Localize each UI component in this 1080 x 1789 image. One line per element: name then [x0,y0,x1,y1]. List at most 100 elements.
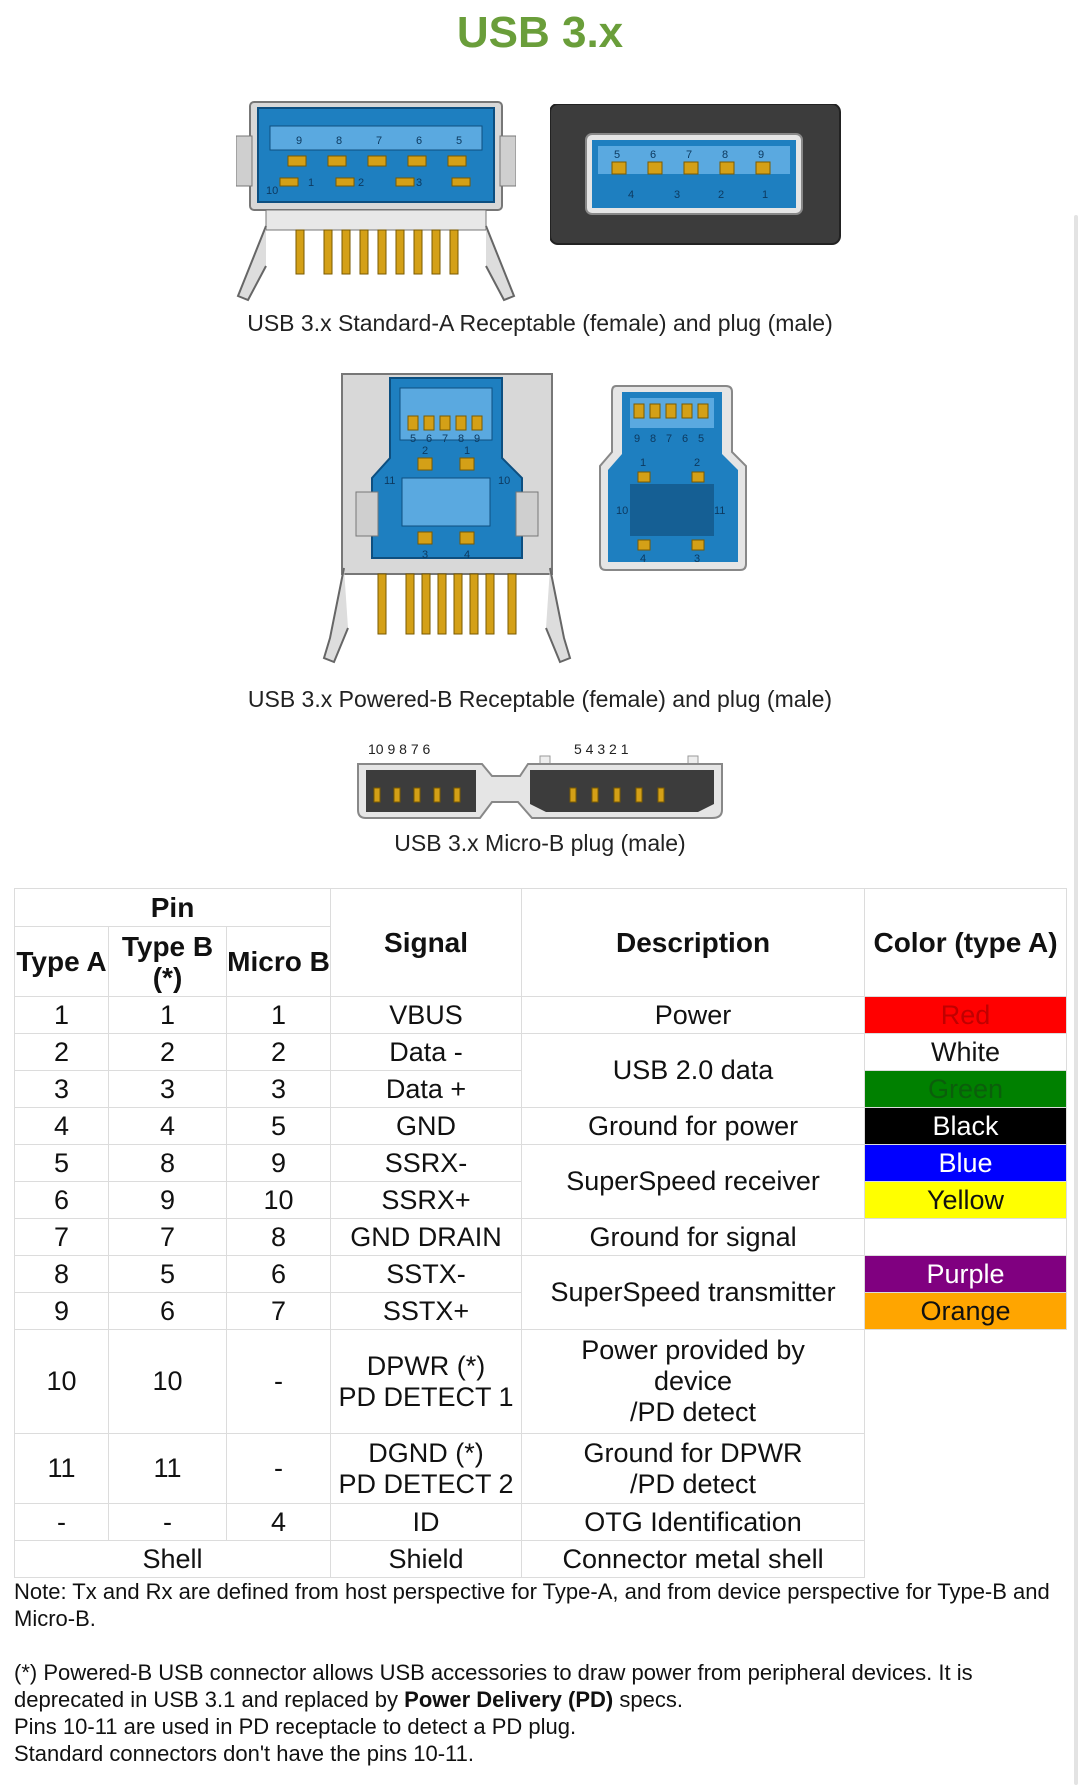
cell-description: USB 2.0 data [521,1033,866,1108]
cell-type-a: 7 [14,1218,109,1256]
svg-text:2: 2 [718,189,724,201]
signal-line: DGND (*) [368,1437,484,1468]
cell-signal: SSRX+ [330,1181,523,1219]
color-swatch-white: White [864,1033,1068,1071]
table-row: 3 3 3 Data + Green [14,1070,1068,1108]
cell-type-a: 3 [14,1070,109,1108]
svg-text:5: 5 [410,433,416,445]
cell-signal: DPWR (*) PD DETECT 1 [330,1329,523,1434]
svg-text:4: 4 [628,189,634,201]
cell-micro-b: 10 [225,1181,332,1219]
cell-type-b: 10 [108,1329,227,1434]
standard-a-plug-illustration: 5 6 7 8 9 4 3 2 1 [550,104,841,245]
table-row: 5 8 9 SSRX- SuperSpeed receiver Blue [14,1144,1068,1219]
color-swatch-black: Black [864,1107,1068,1145]
svg-text:8: 8 [458,433,464,445]
svg-text:4: 4 [464,549,470,561]
cell-description: Ground for DPWR /PD detect [521,1433,866,1504]
signal-line: DPWR (*) [366,1350,486,1381]
cell-type-b: 11 [108,1433,227,1504]
cell-description: SuperSpeed receiver [521,1144,866,1219]
cell-type-a: 10 [14,1329,109,1434]
cell-type-a: 8 [14,1255,109,1293]
cell-type-b: 7 [108,1218,227,1256]
cell-type-a: 4 [14,1107,109,1145]
cell-type-b: - [108,1503,227,1541]
micro-b-caption: USB 3.x Micro-B plug (male) [394,830,686,856]
note-text: (*) Powered-B USB connector allows USB a… [14,1660,973,1712]
powered-b-plug-illustration: 9 8 7 6 5 1 2 10 11 4 3 [599,385,747,571]
scrollbar[interactable] [1074,215,1078,1785]
cell-micro-b: - [225,1329,332,1434]
empty-cell [864,1540,1067,1578]
table-row: Shell Shield Connector metal shell [13,1540,1067,1578]
description-line: Power provided by [581,1335,805,1365]
color-swatch-red: Red [864,996,1068,1034]
svg-text:6: 6 [682,433,688,445]
svg-text:6: 6 [650,149,656,161]
table-row: 6 9 10 SSRX+ Yellow [14,1181,1068,1219]
usb3-pinout-table: Pin Signal Description Color (type A) Ty… [13,888,1068,1578]
svg-text:5: 5 [698,433,704,445]
svg-text:3: 3 [422,549,428,561]
svg-text:9: 9 [474,433,480,445]
svg-text:1: 1 [464,445,470,457]
svg-text:9: 9 [296,135,302,147]
svg-text:5 4 3 2 1: 5 4 3 2 1 [574,741,629,757]
cell-description: Ground for signal [521,1218,866,1256]
svg-text:8: 8 [722,149,728,161]
table-row: 8 5 6 SSTX- SuperSpeed transmitter Purpl… [14,1255,1068,1330]
cell-signal: SSTX- [330,1255,523,1293]
description-line: /PD detect [630,1397,757,1427]
cell-micro-b: 9 [225,1144,332,1182]
svg-text:2: 2 [694,457,700,469]
svg-text:7: 7 [376,135,382,147]
cell-description: OTG Identification [521,1503,866,1541]
color-swatch-orange: Orange [864,1292,1068,1330]
cell-signal: Shield [330,1540,523,1578]
svg-text:9: 9 [758,149,764,161]
header-color: Color (type A) [864,888,1068,997]
cell-shell: Shell [13,1540,332,1578]
table-row: 4 4 5 GND Ground for power Black [14,1107,1068,1145]
description-line: device [654,1366,733,1396]
signal-line: PD DETECT 2 [338,1468,514,1499]
table-row: 2 2 2 Data - USB 2.0 data White [14,1033,1068,1108]
cell-micro-b: 8 [225,1218,332,1256]
svg-text:6: 6 [426,433,432,445]
standard-a-receptacle-illustration: 9 8 7 6 5 10 1 2 3 [236,101,516,302]
standard-a-caption: USB 3.x Standard-A Receptable (female) a… [247,310,833,336]
cell-signal: SSTX+ [330,1292,523,1330]
svg-text:1: 1 [762,189,768,201]
svg-text:3: 3 [416,177,422,189]
svg-text:7: 7 [442,433,448,445]
cell-type-a: 9 [14,1292,109,1330]
cell-type-b: 4 [108,1107,227,1145]
cell-signal: SSRX- [330,1144,523,1182]
header-description: Description [521,888,866,997]
svg-text:8: 8 [650,433,656,445]
cell-signal: Data - [330,1033,523,1071]
cell-signal: Data + [330,1070,523,1108]
note-standard-connectors: Standard connectors don't have the pins … [14,1741,474,1766]
cell-type-a: 11 [14,1433,109,1504]
svg-text:2: 2 [358,177,364,189]
cell-micro-b: 1 [225,996,332,1034]
cell-type-b: 8 [108,1144,227,1182]
note-text: specs. [613,1687,683,1712]
header-pin: Pin [13,888,332,927]
svg-text:10: 10 [498,475,510,487]
empty-cell [864,1503,1067,1541]
header-signal: Signal [330,888,523,997]
description-line: /PD detect [630,1468,757,1499]
cell-type-b: 2 [108,1033,227,1071]
cell-type-a: - [14,1503,109,1541]
note-tx-rx: Note: Tx and Rx are defined from host pe… [14,1579,1050,1631]
cell-description: Connector metal shell [521,1540,866,1578]
cell-micro-b: 6 [225,1255,332,1293]
cell-type-a: 2 [14,1033,109,1071]
cell-micro-b: 4 [225,1503,332,1541]
color-swatch-purple: Purple [864,1255,1068,1293]
cell-micro-b: 3 [225,1070,332,1108]
color-swatch-none [864,1218,1068,1256]
